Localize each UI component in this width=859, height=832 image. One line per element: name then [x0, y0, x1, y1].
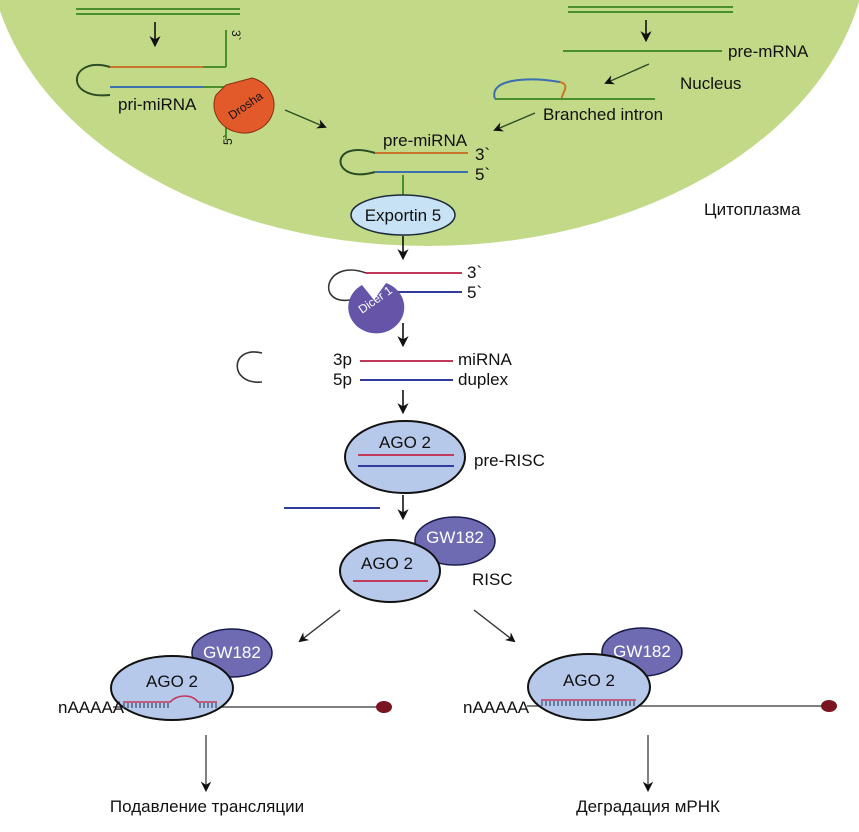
pri-mirna-label: pri-miRNA: [118, 95, 197, 114]
arrow: [473, 609, 516, 643]
pre-mrna-label: pre-mRNA: [728, 42, 809, 61]
cytoplasm-label: Цитоплазма: [704, 200, 801, 219]
risc-ago2: [339, 539, 441, 603]
pre-mirna-label: pre-miRNA: [383, 131, 468, 150]
dicer-substrate: [327, 269, 462, 302]
outcome2-polya-label: nAAAAA: [463, 698, 530, 717]
dicer-3-end: 3`: [467, 263, 482, 282]
nucleus-region: [0, 0, 859, 246]
exportin-label: Exportin 5: [365, 206, 442, 225]
arrow: [604, 63, 650, 85]
pre-risc-ago2: [344, 420, 466, 494]
dicer-enzyme: [348, 283, 405, 334]
outcome1-polya-label: nAAAAA: [58, 698, 125, 717]
outcome1-base-pairs: [123, 703, 217, 708]
arrow: [284, 109, 327, 129]
outcome1-result: Подавление трансляции: [110, 797, 304, 816]
pri-mirna-3-end: 3`: [229, 30, 243, 41]
pre-mirna-3-end: 3`: [475, 145, 490, 164]
nucleus-label: Nucleus: [680, 74, 741, 93]
outcome1-partner-label: GW182: [203, 643, 261, 662]
strand-5p-label: 5p: [333, 370, 352, 389]
mrna-cap: [376, 701, 392, 713]
outcome-translation-repression: GW182 AGO 2 nAAAAA: [58, 628, 392, 721]
outcome2-result: Деградация мРНК: [576, 797, 720, 816]
duplex-label-line2: duplex: [458, 370, 509, 389]
outcome1-protein-label: AGO 2: [146, 672, 198, 691]
arrow: [298, 609, 341, 643]
outcome2-base-pairs: [541, 701, 635, 706]
pre-mirna-5-end: 5`: [475, 165, 490, 184]
exportin-5: [350, 194, 456, 236]
outcome2-protein-label: AGO 2: [563, 671, 615, 690]
drosha-enzyme: [213, 77, 275, 134]
pri-mirna-5-end: 5`: [221, 134, 235, 145]
arrow: [493, 112, 536, 132]
risc-protein-label: AGO 2: [361, 554, 413, 573]
risc-label: RISC: [472, 570, 513, 589]
pre-risc-protein-label: AGO 2: [379, 433, 431, 452]
pre-risc-label: pre-RISC: [474, 451, 545, 470]
risc-partner-label: GW182: [426, 528, 484, 547]
excised-loop: [236, 351, 263, 383]
outcome2-partner-label: GW182: [613, 642, 671, 661]
branched-intron: [493, 78, 655, 100]
dicer-5-end: 5`: [467, 283, 482, 302]
pre-mirna-hairpin: [339, 149, 468, 196]
mrna-cap: [821, 700, 837, 712]
outcome1-guide-bulge: [123, 695, 217, 703]
outcome1-ago2: [110, 655, 234, 721]
duplex-label-line1: miRNA: [458, 350, 512, 369]
outcome-mrna-degradation: GW182 AGO 2 nAAAAA: [463, 627, 837, 721]
strand-3p-label: 3p: [333, 350, 352, 369]
risc-gw182: [414, 516, 496, 566]
branched-intron-label: Branched intron: [543, 105, 663, 124]
